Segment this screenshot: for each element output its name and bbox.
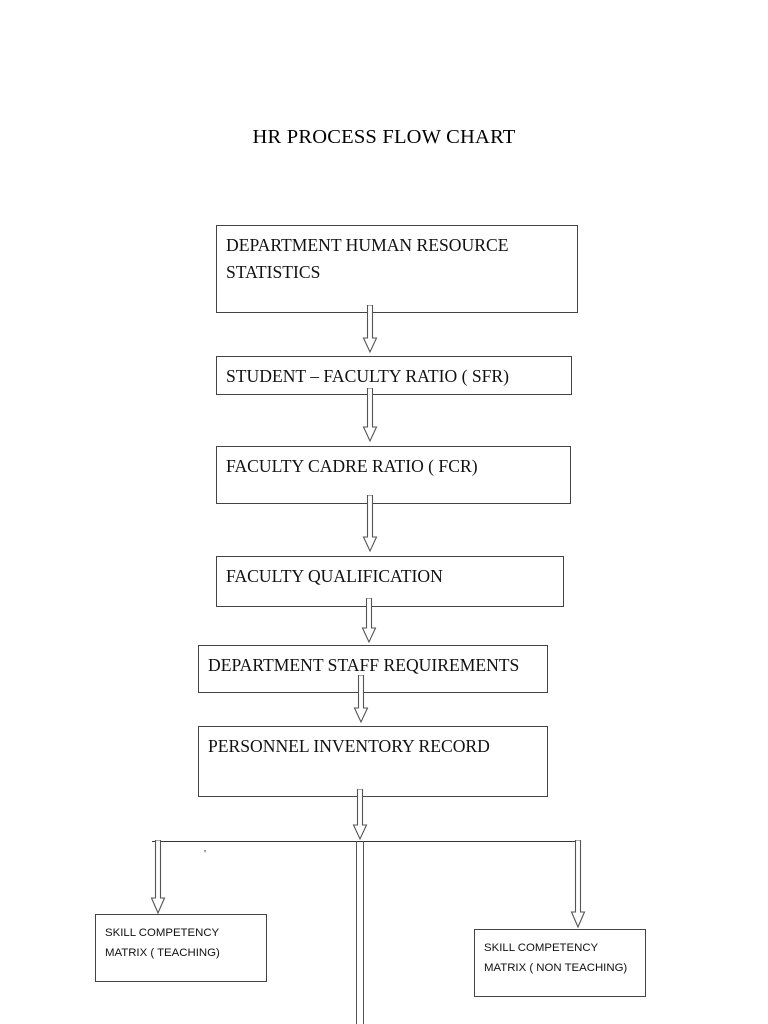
arrow-split-to-non-teaching-icon bbox=[570, 840, 586, 930]
split-continue-down-line bbox=[356, 841, 364, 1024]
split-bus-line bbox=[152, 841, 579, 842]
node-student-faculty-ratio[interactable]: STUDENT – FACULTY RATIO ( SFR) bbox=[216, 356, 572, 395]
arrow-stats-to-sfr-icon bbox=[362, 305, 378, 357]
node-department-human-resource-statistics[interactable]: DEPARTMENT HUMAN RESOURCE STATISTICS bbox=[216, 225, 578, 313]
node-skill-competency-matrix-teaching[interactable]: SKILL COMPETENCY MATRIX ( TEACHING) bbox=[95, 914, 267, 982]
node-label: PERSONNEL INVENTORY RECORD bbox=[208, 736, 490, 756]
node-label: SKILL COMPETENCY MATRIX ( NON TEACHING) bbox=[484, 942, 628, 974]
node-personnel-inventory-record[interactable]: PERSONNEL INVENTORY RECORD bbox=[198, 726, 548, 797]
page-title: HR PROCESS FLOW CHART bbox=[252, 126, 516, 148]
node-department-staff-requirements[interactable]: DEPARTMENT STAFF REQUIREMENTS bbox=[198, 645, 548, 693]
node-faculty-cadre-ratio[interactable]: FACULTY CADRE RATIO ( FCR) bbox=[216, 446, 571, 504]
node-label: FACULTY QUALIFICATION bbox=[226, 566, 443, 586]
node-faculty-qualification[interactable]: FACULTY QUALIFICATION bbox=[216, 556, 564, 607]
arrow-inventory-to-split-icon bbox=[352, 789, 368, 841]
node-skill-competency-matrix-non-teaching[interactable]: SKILL COMPETENCY MATRIX ( NON TEACHING) bbox=[474, 929, 646, 997]
node-label: FACULTY CADRE RATIO ( FCR) bbox=[226, 456, 478, 476]
node-label: DEPARTMENT HUMAN RESOURCE STATISTICS bbox=[226, 235, 509, 282]
node-label: STUDENT – FACULTY RATIO ( SFR) bbox=[226, 366, 509, 386]
stray-mark: ' bbox=[204, 848, 206, 860]
arrow-split-to-teaching-icon bbox=[150, 840, 166, 915]
arrow-qualification-to-staff-req-icon bbox=[361, 598, 377, 645]
arrow-fcr-to-qualification-icon bbox=[362, 495, 378, 556]
arrow-sfr-to-fcr-icon bbox=[362, 388, 378, 446]
node-label: DEPARTMENT STAFF REQUIREMENTS bbox=[208, 655, 520, 675]
node-label: SKILL COMPETENCY MATRIX ( TEACHING) bbox=[105, 927, 220, 959]
arrow-staff-req-to-inventory-icon bbox=[353, 675, 369, 726]
